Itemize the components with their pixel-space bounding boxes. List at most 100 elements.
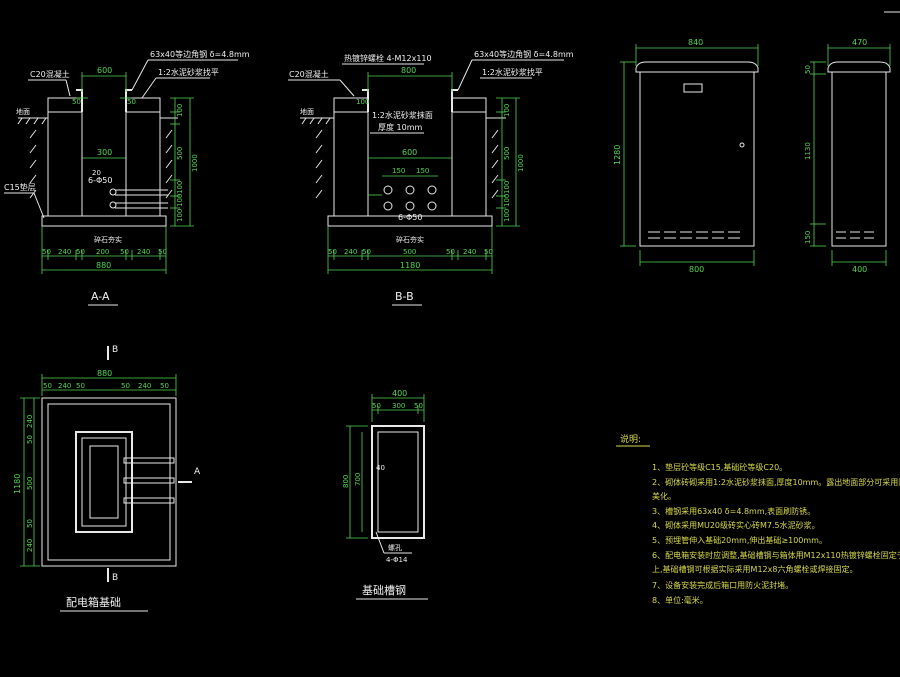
note-3: 3、槽钢采用63x40 δ=4.8mm,表面刷防锈。 [652,506,815,516]
note-7: 7、设备安装完成后箱口用防火泥封堵。 [652,580,793,590]
aa-dim-20: 20 [92,169,101,177]
aa-dim-b-50a: 50 [42,248,51,256]
cabinet-side-dim-150: 150 [804,231,812,244]
aa-dim-top-600: 600 [97,66,112,75]
aa-bottom-dims [41,226,167,274]
frame-dim-800: 800 [342,475,350,488]
plan-wall-ring [47,403,171,561]
bb-concrete-label: C20混凝土 [289,69,329,79]
bb-dim-b-50d: 50 [484,248,493,256]
cabinet-front-dim-bottom: 800 [689,265,704,274]
aa-dim-b-240b: 240 [137,248,150,256]
aa-right-dims [170,97,194,227]
aa-dim-r-500: 500 [176,147,184,160]
plan-dim-t-240a: 240 [58,382,71,390]
cabinet-side-dim-bottom: 400 [852,265,867,274]
aa-dim-50-left: 50 [72,98,81,106]
plan-dim-t-50b: 50 [76,382,85,390]
bb-dim-b-240a: 240 [344,248,357,256]
aa-dim-b-240a: 240 [58,248,71,256]
bb-base-slab [327,215,493,227]
plan-cut-b-bottom: B [112,573,118,583]
frame-inner [377,431,419,533]
cabinet-side-view: 470 400 50 1130 150 [804,38,891,274]
note-2b: 美化。 [652,491,676,501]
aa-cushion-label: C15垫层 [4,182,36,192]
plan-cut-b-top: B [112,345,118,355]
aa-dim-b-50b: 50 [76,248,85,256]
cabinet-front-body [639,71,755,247]
bb-pipe-label: 6-Φ50 [398,213,422,222]
cabinet-front-dim-top: 840 [688,38,703,47]
channel-steel-frame: 400 50 300 50 800 700 40 螺孔 4-Φ14 基础槽钢 [342,389,428,600]
aa-dim-b-50c: 50 [120,248,129,256]
bb-dim-150a: 150 [392,167,405,175]
bb-dim-r-100d: 100 [503,209,511,222]
aa-left-wall [47,97,83,217]
bb-dim-r-100c: 100 [503,194,511,207]
cabinet-nameplate [683,83,703,93]
bb-plaster-thickness: 厚度 10mm [378,122,423,132]
plan-opening [75,431,133,533]
bb-dim-b-240b: 240 [463,248,476,256]
note-2: 2、砌体砖砌采用1:2水泥砂浆抹面,厚度10mm。露出地面部分可采用贴砖或抹面 [652,477,900,487]
frame-dim-50a: 50 [372,402,381,410]
aa-dim-b-200: 200 [96,248,109,256]
cabinet-front-dim-height: 1280 [613,145,622,165]
plan-dim-l-240b: 240 [26,539,34,552]
aa-right-wall [125,97,161,217]
bb-dim-r-500: 500 [503,147,511,160]
cabinet-side-dim-top: 470 [852,38,867,47]
frame-outer [371,425,425,539]
section-aa: C20混凝土 63x40等边角钢 δ=4.8mm 1:2水泥砂浆找平 地面 C1… [4,49,250,306]
bb-dim-150b: 150 [416,167,429,175]
notes-heading: 说明: [620,433,641,445]
bb-dim-top-100: 100 [356,98,369,106]
aa-base-slab [41,215,167,227]
bb-bolt-label: 热镀锌螺栓 4-M12x110 [344,53,432,63]
aa-dim-r-100d: 100 [176,209,184,222]
aa-dim-r-1000: 1000 [191,154,199,172]
plan-dim-t-50a: 50 [43,382,52,390]
bb-plaster-label: 1:2水泥砂浆抹面 [372,110,433,120]
aa-dim-b-50d: 50 [158,248,167,256]
aa-dim-total-880: 880 [96,261,111,270]
note-6: 6、配电箱安装时应调整,基础槽钢与箱体用M12x110热镀锌螺栓固定于基础槽钢平… [652,550,900,560]
note-6b: 上,基础槽钢可根据实际采用M12x8六角螺栓或焊接固定。 [652,564,857,574]
note-4: 4、砌体采用MU20级砖实心砖M7.5水泥砂浆。 [652,520,820,530]
aa-dim-r-100c: 100 [176,194,184,207]
cabinet-front-vents [648,231,740,239]
frame-hole-count: 4-Φ14 [386,556,408,564]
aa-top-dims [76,72,132,99]
bb-gravel-label: 碎石夯实 [396,235,424,244]
plan-dim-880: 880 [97,369,112,378]
cabinet-side-body [831,71,887,247]
bb-dim-top-800: 800 [401,66,416,75]
bb-dim-b-50b: 50 [362,248,371,256]
bb-steel-label: 63x40等边角钢 δ=4.8mm [474,49,574,59]
aa-pipe-label: 6-Φ50 [88,176,112,185]
bb-dim-r-100a: 100 [503,104,511,117]
aa-gravel-label: 碎石夯实 [94,235,122,244]
aa-dim-300: 300 [97,148,112,157]
plan-dim-t-50c: 50 [121,382,130,390]
aa-title: A-A [91,290,110,303]
plan-dim-t-240b: 240 [138,382,151,390]
plan-cut-a: A [194,467,201,477]
bb-dim-b-50a: 50 [328,248,337,256]
bb-dim-total-1180: 1180 [400,261,420,270]
note-8: 8、单位:毫米。 [652,595,708,605]
bb-dim-600: 600 [402,148,417,157]
bb-dim-r-100b: 100 [503,181,511,194]
frame-title: 基础槽钢 [362,584,406,597]
foundation-plan-view: B B A 880 50 240 50 50 240 50 240 50 500… [13,345,201,612]
bb-ground-label: 地面 [300,107,314,116]
plan-dim-l-500: 500 [26,477,34,490]
bb-pipe-holes [383,185,437,211]
aa-mortar-label: 1:2水泥砂浆找平 [158,67,219,77]
frame-dim-400: 400 [392,389,407,398]
plan-dim-l-50b: 50 [26,519,34,528]
frame-dim-50b: 50 [414,402,423,410]
frame-dim-40: 40 [376,464,385,472]
bb-title: B-B [395,290,414,303]
